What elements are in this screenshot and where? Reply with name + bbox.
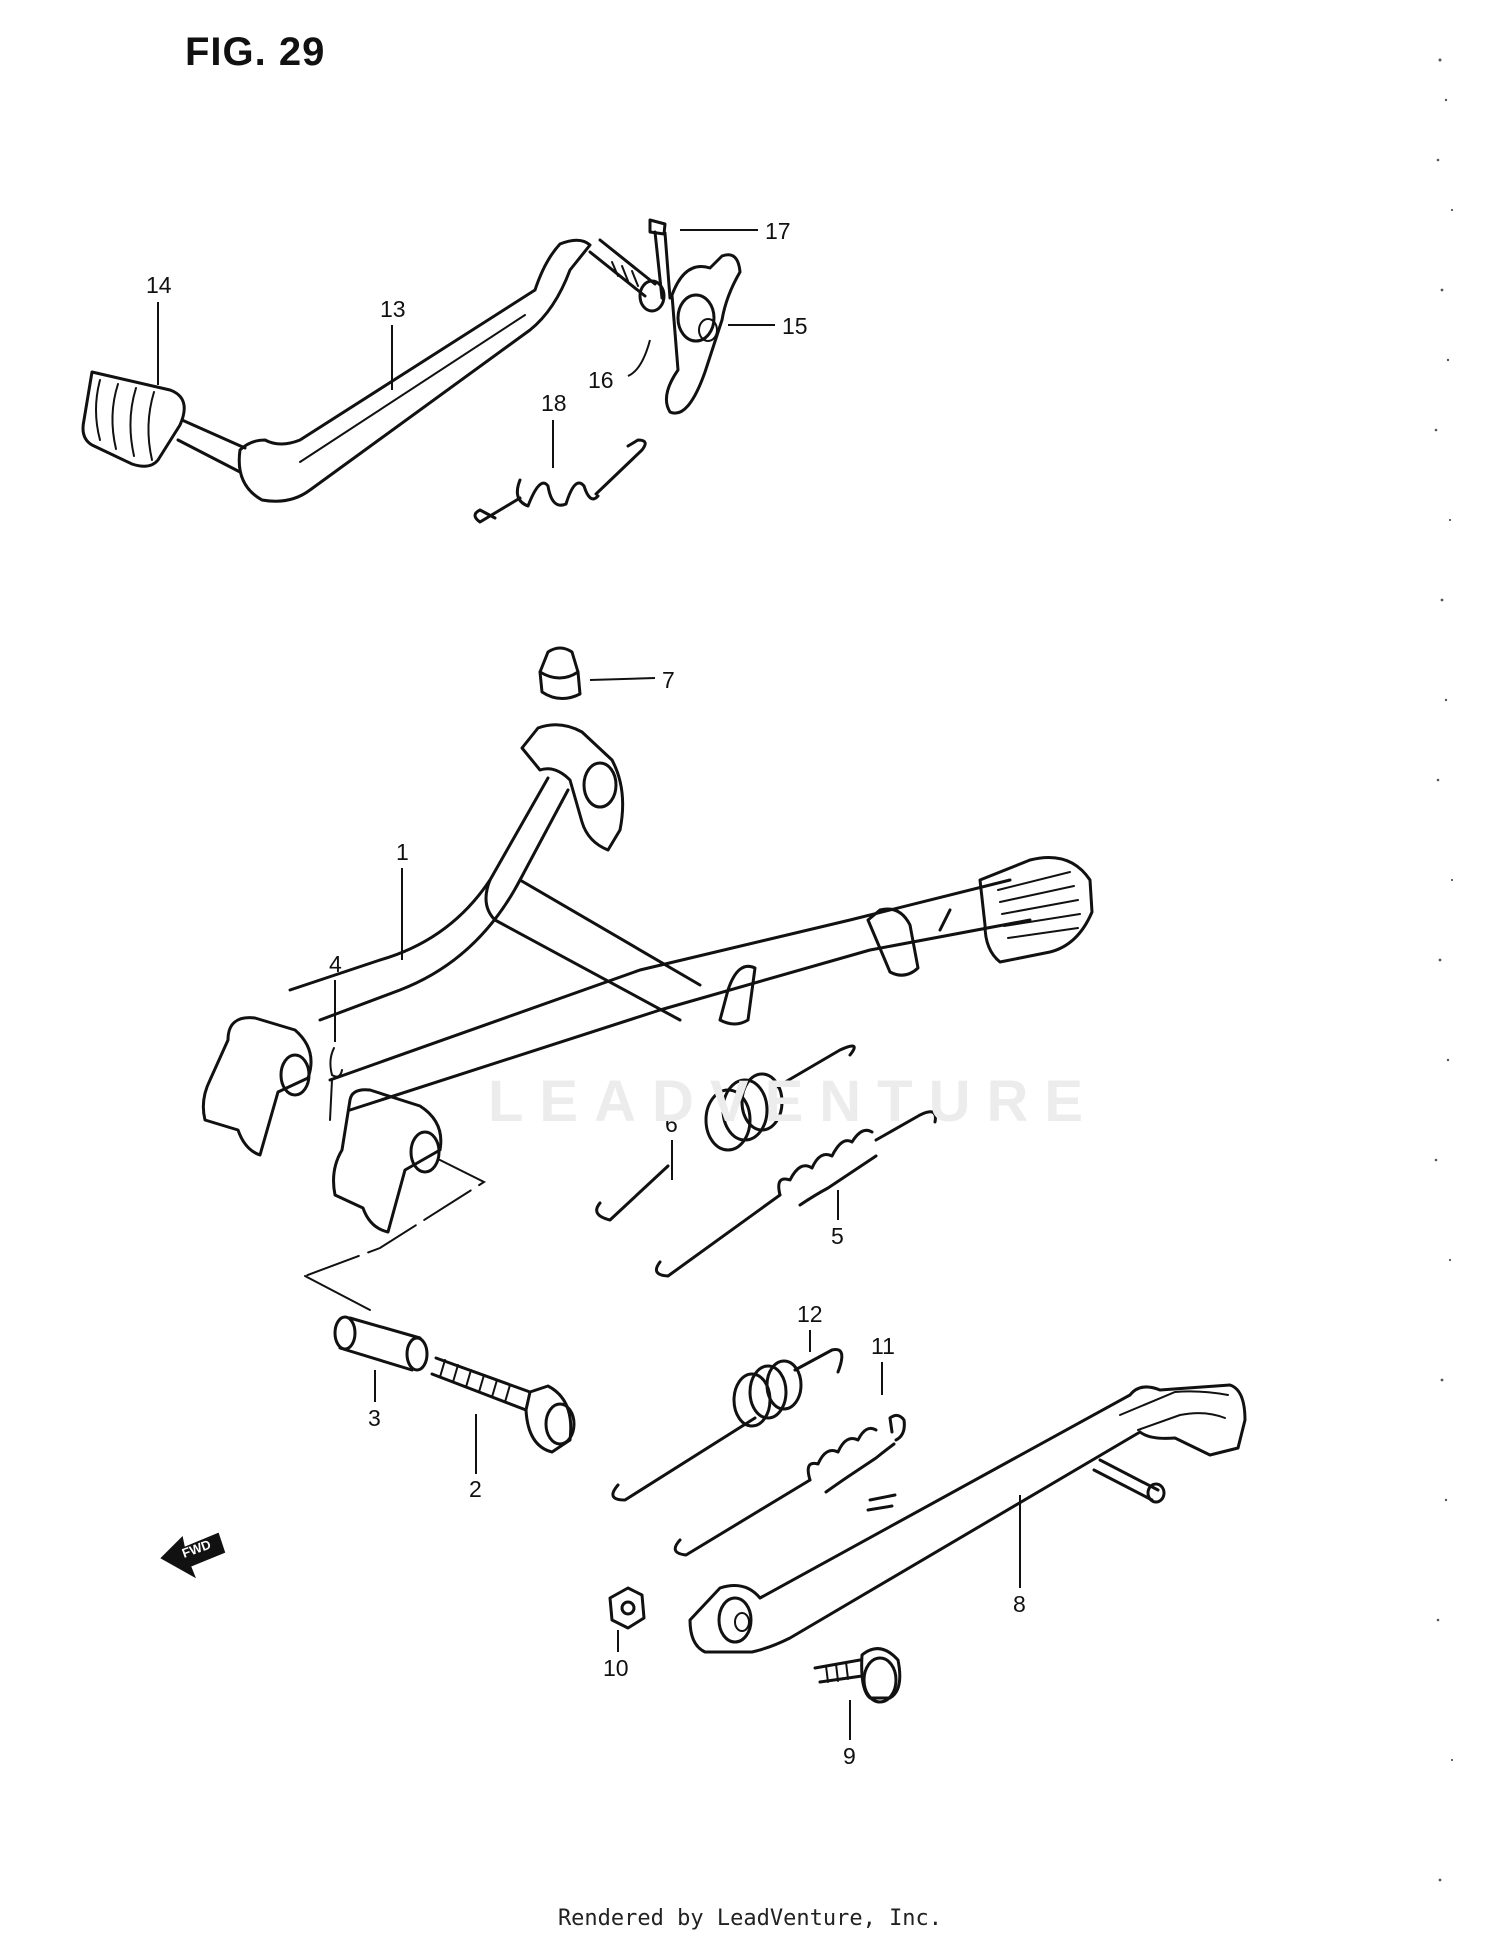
callout-labels: 14 13 17 15 16 18 7 1 4 6 5 12 11 8 3 2 … (146, 218, 1026, 1769)
callout-16: 16 (588, 367, 614, 393)
part-stand-bolt (430, 1356, 576, 1454)
callout-5: 5 (831, 1223, 844, 1249)
part-stand-spring-outer (654, 1110, 937, 1278)
part-stopper-cushion (538, 646, 582, 700)
watermark: LEADVENTURE (488, 1069, 1100, 1134)
callout-12: 12 (797, 1301, 823, 1327)
part-washer (638, 279, 666, 313)
callout-17: 17 (765, 218, 791, 244)
leader-lines (157, 229, 1021, 1740)
callout-3: 3 (368, 1405, 381, 1431)
callout-14: 14 (146, 272, 172, 298)
callout-11: 11 (871, 1333, 895, 1359)
callout-6: 6 (665, 1111, 678, 1137)
part-side-stand-bolt (813, 1647, 902, 1704)
callout-4: 4 (329, 951, 342, 977)
fwd-direction-arrow: FWD (160, 1532, 226, 1579)
part-center-stand (201, 723, 1094, 1234)
part-return-spring (473, 438, 647, 524)
callout-18: 18 (541, 390, 567, 416)
figure-title: FIG. 29 (185, 30, 326, 74)
callout-2: 2 (469, 1476, 482, 1502)
part-side-stand-spring-outer (611, 1347, 844, 1502)
part-side-stand-nut (608, 1586, 646, 1630)
callout-15: 15 (782, 313, 808, 339)
callout-13: 13 (380, 296, 406, 322)
callout-7: 7 (662, 667, 675, 693)
part-footrest-rubber (81, 370, 186, 468)
callout-9: 9 (843, 1743, 856, 1769)
part-shift-lever-joint (664, 253, 742, 415)
assembly-guide-lines (304, 1159, 487, 1311)
part-side-stand-spring-inner (673, 1413, 906, 1557)
scan-speckle (1434, 58, 1454, 1882)
part-side-stand (688, 1383, 1247, 1654)
part-stand-spring-inner (595, 1044, 856, 1222)
callout-10: 10 (603, 1655, 629, 1681)
part-gearshift-lever (176, 238, 657, 503)
callout-8: 8 (1013, 1591, 1026, 1617)
callout-1: 1 (396, 839, 409, 865)
footer-credit: Rendered by LeadVenture, Inc. (557, 1906, 943, 1931)
part-cotter-pin (329, 1047, 343, 1121)
part-stand-spacer (333, 1315, 429, 1372)
